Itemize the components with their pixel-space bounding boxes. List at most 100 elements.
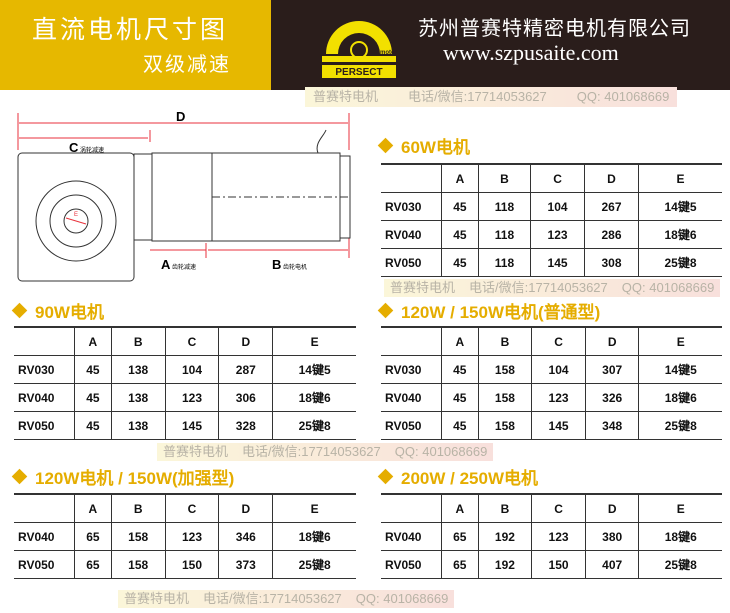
value-cell: 118: [477, 220, 531, 249]
column-header: E: [637, 163, 722, 193]
value-cell: 118: [477, 248, 531, 277]
value-cell: 287: [218, 355, 273, 384]
value-cell: 138: [110, 411, 166, 440]
value-cell: 328: [218, 411, 273, 440]
watermark-phone: 电话/微信:17714053627: [242, 444, 381, 459]
diagram-label-c-sub: 涡轮减速: [80, 146, 104, 154]
model-cell: RV030: [381, 355, 442, 384]
column-header: B: [110, 493, 166, 523]
value-cell: 104: [164, 355, 219, 384]
value-cell: 123: [531, 383, 586, 412]
diamond-bullet-icon: [377, 137, 394, 154]
diamond-bullet-icon: [11, 302, 28, 319]
watermark-brand: 普赛特电机: [313, 89, 379, 104]
value-cell: 104: [530, 192, 585, 221]
model-cell: RV040: [14, 383, 75, 412]
model-cell: RV030: [381, 192, 442, 221]
value-cell: 118: [477, 192, 531, 221]
value-cell: 25键8: [637, 248, 722, 277]
company-website[interactable]: www.szpusaite.com: [443, 40, 619, 65]
value-cell: 45: [441, 383, 479, 412]
column-header: [381, 163, 442, 193]
value-cell: 346: [218, 522, 273, 551]
company-name: 苏州普赛特精密电机有限公司: [418, 16, 691, 40]
watermark-top: 普赛特电机 电话/微信:17714053627 QQ: 401068669: [305, 87, 678, 107]
section-title-text: 120W电机 / 150W(加强型): [35, 469, 235, 488]
value-cell: 145: [164, 411, 219, 440]
model-cell: RV040: [381, 383, 442, 412]
column-header: B: [477, 326, 532, 356]
diagram-label-b-sub: 齿轮电机: [283, 263, 307, 271]
value-cell: 307: [584, 355, 639, 384]
diagram-label-e: E: [74, 212, 78, 218]
value-cell: 145: [530, 248, 585, 277]
value-cell: 25键8: [638, 550, 722, 579]
section-title-text: 60W电机: [401, 138, 470, 157]
watermark-mid-1: 普赛特电机 电话/微信:17714053627 QQ: 401068669: [384, 279, 721, 297]
value-cell: 306: [218, 383, 273, 412]
value-cell: 158: [110, 550, 166, 579]
value-cell: 45: [441, 248, 479, 277]
watermark-qq: QQ: 401068669: [394, 444, 488, 459]
section-title-text: 90W电机: [35, 303, 104, 322]
watermark-brand: 普赛特电机: [163, 444, 229, 459]
model-cell: RV050: [381, 550, 442, 579]
column-header: A: [74, 493, 112, 523]
watermark-bottom: 普赛特电机 电话/微信:17714053627 QQ: 401068669: [118, 590, 455, 608]
value-cell: 150: [164, 550, 219, 579]
value-cell: 45: [441, 192, 479, 221]
value-cell: 286: [584, 220, 639, 249]
column-header: B: [110, 326, 166, 356]
value-cell: 192: [477, 522, 532, 551]
column-header: A: [441, 326, 479, 356]
value-cell: 373: [218, 550, 273, 579]
value-cell: 326: [584, 383, 639, 412]
value-cell: 45: [74, 411, 112, 440]
logo-sub: motor: [380, 50, 398, 56]
watermark-mid-2: 普赛特电机 电话/微信:17714053627 QQ: 401068669: [157, 443, 494, 461]
column-header: D: [218, 493, 273, 523]
column-header: B: [477, 493, 532, 523]
column-header: D: [584, 493, 639, 523]
value-cell: 123: [164, 522, 219, 551]
section-title-text: 200W / 250W电机: [401, 469, 538, 488]
column-header: A: [441, 163, 479, 193]
column-header: E: [638, 493, 722, 523]
value-cell: 18键6: [638, 383, 722, 412]
column-header: C: [531, 326, 586, 356]
value-cell: 18键6: [637, 220, 722, 249]
section-title: 200W / 250W电机: [377, 464, 538, 489]
value-cell: 145: [531, 411, 586, 440]
section-title-text: 120W / 150W电机(普通型): [401, 303, 601, 322]
model-cell: RV050: [14, 550, 75, 579]
column-header: D: [584, 163, 639, 193]
value-cell: 18键6: [638, 522, 722, 551]
value-cell: 380: [584, 522, 639, 551]
column-header: A: [441, 493, 479, 523]
value-cell: 138: [110, 383, 166, 412]
column-header: B: [477, 163, 531, 193]
section-title: 120W电机 / 150W(加强型): [11, 464, 235, 489]
logo-text: PERSECT: [335, 67, 382, 78]
value-cell: 407: [584, 550, 639, 579]
model-cell: RV040: [381, 220, 442, 249]
value-cell: 65: [441, 550, 479, 579]
value-cell: 123: [531, 522, 586, 551]
value-cell: 158: [477, 355, 532, 384]
model-cell: RV030: [14, 355, 75, 384]
model-cell: RV050: [381, 248, 442, 277]
model-cell: RV050: [381, 411, 442, 440]
diamond-bullet-icon: [377, 468, 394, 485]
